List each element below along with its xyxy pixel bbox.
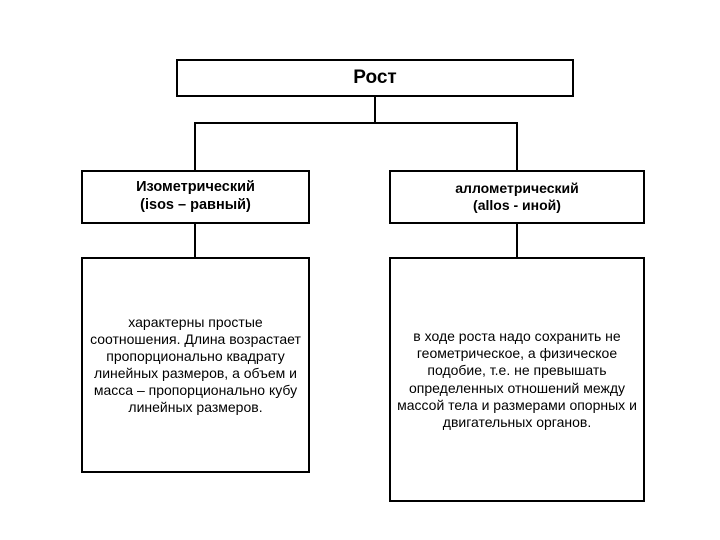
connector-left-branch [194, 122, 196, 170]
node-allometric-body-label: в ходе роста надо сохранить не геометрич… [397, 328, 637, 430]
node-isometric-body: характерны простые соотношения. Длина во… [81, 257, 310, 473]
connector-right-header-to-body [516, 224, 518, 257]
connector-root-down [374, 97, 376, 123]
node-allometric-body: в ходе роста надо сохранить не геометрич… [389, 257, 645, 502]
node-root-label: Рост [353, 67, 397, 89]
node-isometric-header: Изометрический (isos – равный) [81, 170, 310, 224]
connector-left-header-to-body [194, 224, 196, 257]
node-allometric-header: аллометрический (allos - иной) [389, 170, 645, 224]
node-root-growth: Рост [176, 59, 574, 97]
node-isometric-header-label: Изометрический (isos – равный) [136, 179, 255, 213]
node-allometric-header-label: аллометрический (allos - иной) [455, 179, 579, 213]
connector-right-branch [516, 122, 518, 170]
connector-horizontal-bus [194, 122, 517, 124]
node-isometric-body-label: характерны простые соотношения. Длина во… [90, 313, 301, 416]
